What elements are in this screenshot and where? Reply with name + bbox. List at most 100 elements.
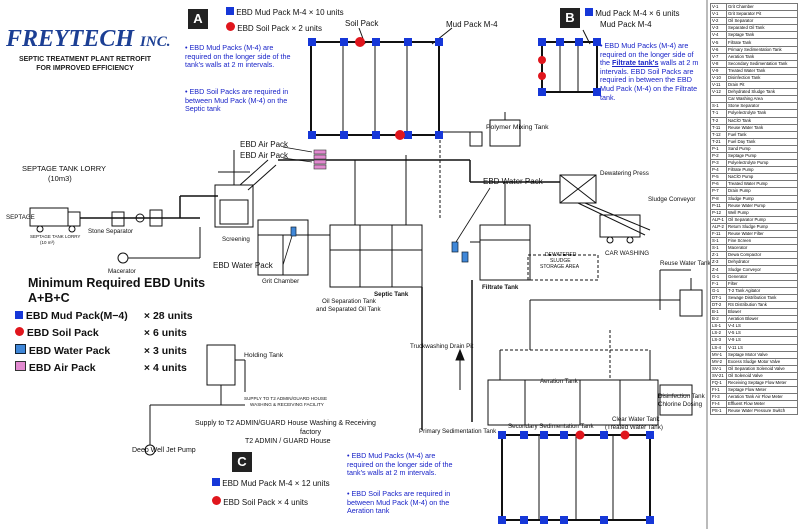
equipment-code: T-12 xyxy=(710,130,727,139)
panel-c-soil-legend: EBD Soil Pack × 4 units xyxy=(212,496,308,507)
equipment-name: Secondary Sedimentation Tank xyxy=(726,59,798,68)
equipment-code: V-11 xyxy=(710,81,727,90)
label-reuse-water-tank: Reuse Water Tank xyxy=(660,260,711,267)
panel-b-filtrate-tank-detail xyxy=(541,29,598,93)
equipment-name: Stone Separator xyxy=(726,102,798,111)
label-oil-separation-1: Oil Separation Tank xyxy=(322,298,376,305)
summary-row-air: EBD Air Pack× 4 units xyxy=(15,361,187,374)
equipment-code: Z-1 xyxy=(710,251,727,260)
panel-b-mud-callout: Mud Pack M-4 xyxy=(600,20,652,29)
equipment-name: Sludge Pump xyxy=(726,194,798,203)
water-pack-callout-left: EBD Water Pack xyxy=(213,261,273,270)
summary-title: Minimum Required EBD Units A+B+C xyxy=(28,276,206,305)
equipment-code: PS-1 xyxy=(710,407,727,416)
equipment-name: Septage Pump xyxy=(726,151,798,161)
equipment-code: B-1 xyxy=(710,308,727,317)
equipment-name: Oil Separator Pump xyxy=(726,215,798,224)
equipment-code: V-4 xyxy=(710,31,727,40)
panel-b-soil-packs xyxy=(538,56,546,80)
equipment-code: V-10 xyxy=(710,73,727,83)
equipment-name: Dehydrated Sludge Tank xyxy=(726,88,798,97)
equipment-name: Well Pump xyxy=(726,208,798,217)
equipment-name: Polyelectrolyte Tank xyxy=(726,109,798,118)
equipment-name: Filtrate Pump xyxy=(726,166,798,175)
equipment-code: FQ-1 xyxy=(710,378,727,388)
equipment-code: P-7 xyxy=(710,187,727,196)
label-secondary-sed: Secondary Sedimentation Tank xyxy=(508,423,594,430)
equipment-name: Separated Oil Tank xyxy=(726,24,798,33)
label-truck-washing: Truckwashing Drain Pit xyxy=(410,343,474,350)
mud-pack-icon xyxy=(226,7,234,15)
equipment-name: NaClO Pump xyxy=(726,173,798,182)
equipment-code: V-6 xyxy=(710,45,727,54)
equipment-code: DT-2 xyxy=(710,300,727,310)
equipment-code: LS-2 xyxy=(710,329,727,338)
equipment-name: Blower xyxy=(726,308,798,317)
company-logo: FREYTECH INC. xyxy=(6,26,171,52)
equipment-row: Car Washing Area xyxy=(710,95,798,104)
panel-b-mud-packs xyxy=(538,38,601,96)
equipment-code: MV-1 xyxy=(710,350,727,359)
equipment-code: Z-3 xyxy=(710,258,727,267)
equipment-name: Aeration Tank xyxy=(726,52,798,61)
label-dewatered-1: DEWATERED xyxy=(545,252,577,258)
label-holding-tank: Holding Tank xyxy=(244,352,284,359)
equipment-name: Aeration Blower xyxy=(726,315,798,324)
panel-c-mud-packs xyxy=(498,431,654,524)
equipment-code: P-8 xyxy=(710,194,727,203)
equipment-name: Receiving Septage Flow Meter xyxy=(726,378,798,388)
equipment-name: Drain Pit xyxy=(726,81,798,90)
equipment-name: Excess Sludge Motor Valve xyxy=(726,357,798,366)
equipment-name: Fuel Tank xyxy=(726,130,798,139)
label-treated-water: (Treated Water Tank) xyxy=(605,424,663,431)
mud-pack-icon xyxy=(212,478,220,486)
label-filtrate-tank: Filtrate Tank xyxy=(482,284,519,291)
equipment-code: V-8 xyxy=(710,59,727,68)
equipment-code: B-2 xyxy=(710,315,727,324)
equipment-name: Reuse Water Filter xyxy=(726,229,798,239)
water-pack-icon xyxy=(15,344,26,354)
label-dewatering-press: Dewatering Press xyxy=(600,170,649,177)
label-supply-3: T2 ADMIN / GUARD House xyxy=(245,438,331,445)
panel-c-note-1: • EBD Mud Packs (M-4) are required on th… xyxy=(347,451,453,478)
label-macerator: Macerator xyxy=(108,268,136,275)
label-aeration-tank: Aeration Tank xyxy=(540,378,578,385)
summary-row-water: EBD Water Pack× 3 units xyxy=(15,344,187,357)
equipment-name: Primary Sedimentation Tank xyxy=(726,45,798,54)
panel-b-mud-legend: Mud Pack M-4 × 6 units xyxy=(585,8,680,18)
equipment-code: G-1 xyxy=(710,286,727,295)
equipment-code: SV-21 xyxy=(710,371,727,380)
septage-lorry xyxy=(29,207,108,233)
equipment-code: V-7 xyxy=(710,52,727,61)
equipment-name: Reuse Water Pressure Switch xyxy=(726,407,798,416)
equipment-code: S-1 xyxy=(710,102,727,111)
equipment-name: V-11 LS xyxy=(726,343,798,352)
panel-a-soil-legend: EBD Soil Pack × 2 units xyxy=(226,22,322,33)
equipment-name: Septage Flow Meter xyxy=(726,386,798,395)
equipment-code: G-1 xyxy=(710,272,727,281)
equipment-name: Oil Separator xyxy=(726,17,798,26)
equipment-code: FI-3 xyxy=(710,393,727,402)
